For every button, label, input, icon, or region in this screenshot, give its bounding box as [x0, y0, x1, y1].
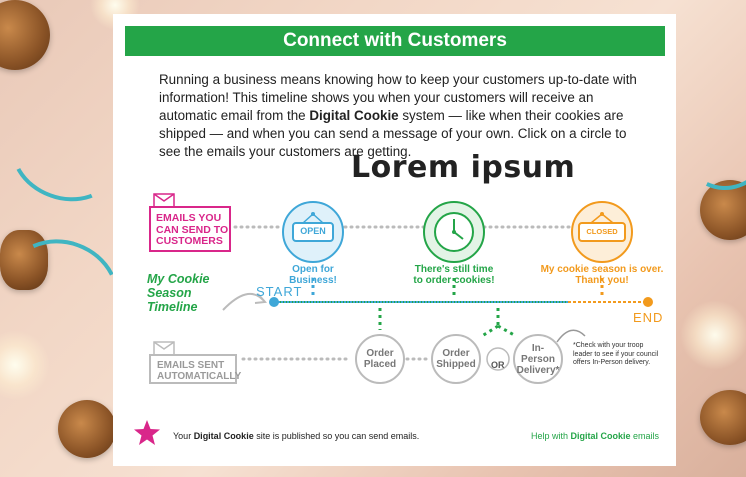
- milestone-label-clock: There's still time to order cookies!: [413, 264, 495, 286]
- footer-left-brand: Digital Cookie: [193, 431, 254, 441]
- end-label: END: [633, 310, 664, 325]
- or-label: OR: [491, 360, 505, 370]
- order-shipped-label: Order Shipped: [436, 348, 476, 370]
- timeline-label: My Cookie Season Timeline: [147, 272, 210, 314]
- closed-milestone-circle: [571, 201, 633, 263]
- background-cable: [667, 87, 746, 203]
- emails-you-can-send-box: EMAILS YOU CAN SEND TO CUSTOMERS: [149, 206, 231, 252]
- background-cookie: [700, 390, 746, 445]
- delivery-note: *Check with your troop leader to see if …: [573, 342, 659, 366]
- help-link-pre: Help with: [531, 431, 571, 441]
- background-light: [680, 300, 746, 370]
- background-cookie: [700, 180, 746, 240]
- help-link-brand: Digital Cookie: [570, 431, 631, 441]
- in-person-delivery-label: In-Person Delivery*: [516, 342, 560, 376]
- timeline-graphic: [222, 201, 653, 371]
- start-label: START: [256, 284, 303, 299]
- intro-text-part1: Running a business means knowing how to …: [159, 72, 637, 123]
- intro-brand: Digital Cookie: [309, 108, 399, 123]
- background-cookie: [58, 400, 116, 458]
- order-placed-label: Order Placed: [363, 348, 397, 370]
- star-icon: [134, 420, 160, 445]
- timeline-start-dot: [269, 297, 279, 307]
- help-link-post: emails: [630, 431, 660, 441]
- order-placed-circle[interactable]: Order Placed: [355, 334, 405, 384]
- open-sign-text[interactable]: OPEN: [300, 226, 326, 236]
- clock-milestone-circle: [423, 201, 485, 263]
- intro-text: Running a business means knowing how to …: [159, 71, 639, 161]
- content-card: Connect with Customers Running a busines…: [113, 14, 676, 466]
- page-title-banner: Connect with Customers: [125, 26, 665, 56]
- envelope-icon: [153, 193, 175, 208]
- order-shipped-circle[interactable]: Order Shipped: [431, 334, 481, 384]
- milestone-label-closed: My cookie season is over. Thank you!: [540, 264, 664, 286]
- section-heading: Lorem ipsum: [351, 150, 576, 185]
- timeline-end-dot: [643, 297, 653, 307]
- footer-published-text: Your Digital Cookie site is published so…: [173, 431, 419, 441]
- open-milestone-circle: [282, 201, 344, 263]
- closed-sign-text[interactable]: CLOSED: [586, 227, 618, 236]
- background-cookie: [0, 0, 50, 70]
- in-person-delivery-circle[interactable]: In-Person Delivery*: [513, 334, 563, 384]
- help-link[interactable]: Help with Digital Cookie emails: [531, 431, 659, 441]
- background-cookie: [0, 230, 48, 290]
- emails-sent-automatically-box: EMAILS SENT AUTOMATICALLY: [149, 354, 241, 384]
- footer-left-post: site is published so you can send emails…: [253, 431, 420, 441]
- milestone-label-open: Open for Business!: [289, 264, 337, 286]
- footer-left-pre: Your: [173, 431, 194, 441]
- intro-text-part2: system — like when their cookies are shi…: [159, 108, 627, 159]
